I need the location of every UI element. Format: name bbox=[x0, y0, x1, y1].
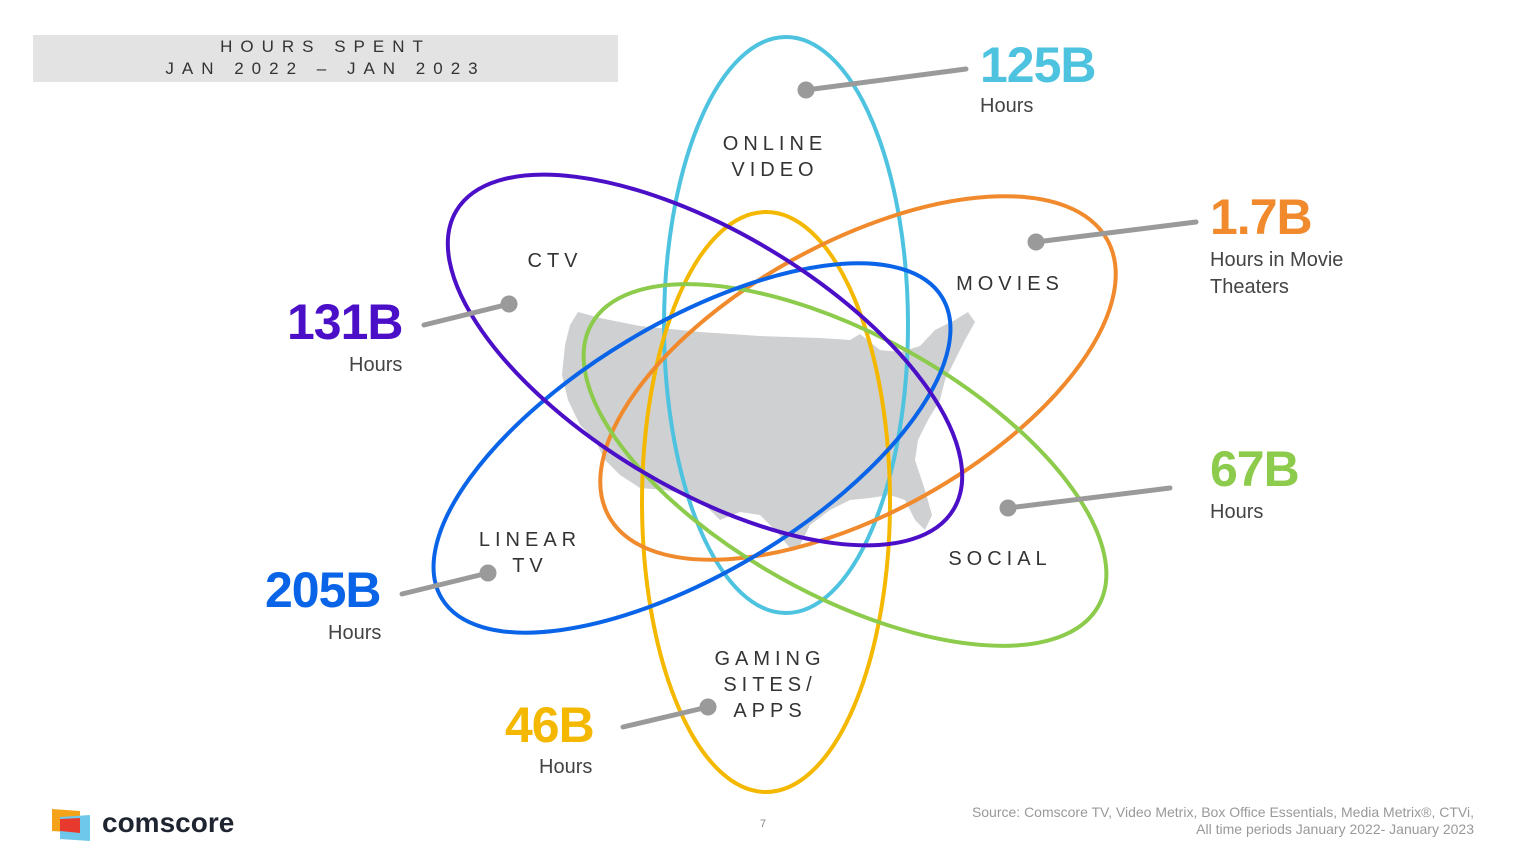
unit-movies-line1: Hours in Movie bbox=[1210, 249, 1344, 271]
leader-dot-ctv bbox=[500, 295, 518, 313]
title-line-1: HOURS SPENT bbox=[220, 37, 431, 56]
label-linear-tv: LINEAR TV bbox=[465, 527, 595, 579]
label-line: VIDEO bbox=[731, 159, 819, 181]
linear-tv-ellipse bbox=[431, 261, 953, 635]
label-line: SITES/ bbox=[723, 674, 817, 696]
label-line: LINEAR bbox=[478, 529, 582, 551]
source-line-1: Source: Comscore TV, Video Metrix, Box O… bbox=[971, 804, 1474, 820]
unit-movies-line2: Theaters bbox=[1210, 276, 1289, 298]
unit-gaming: Hours bbox=[539, 756, 593, 778]
ctv-ellipse bbox=[445, 172, 965, 548]
leader-dot-online-video bbox=[797, 81, 815, 99]
leader-dot-social bbox=[999, 499, 1017, 517]
us-map-icon bbox=[562, 312, 975, 548]
source-line-2: All time periods January 2022- January 2… bbox=[1196, 821, 1474, 837]
value-social: 67B bbox=[1210, 441, 1300, 497]
source-note: Source: Comscore TV, Video Metrix, Box O… bbox=[972, 804, 1474, 838]
value-linear-tv: 205B bbox=[265, 562, 382, 618]
unit-ctv: Hours bbox=[349, 354, 403, 376]
label-line: CTV bbox=[527, 250, 583, 272]
unit-social: Hours bbox=[1210, 501, 1264, 523]
page-number: 7 bbox=[760, 818, 767, 830]
social-ellipse bbox=[581, 282, 1109, 648]
unit-linear-tv: Hours bbox=[328, 622, 382, 644]
label-social: SOCIAL bbox=[935, 546, 1065, 572]
label-line: SOCIAL bbox=[948, 548, 1052, 570]
value-online-video: 125B bbox=[980, 37, 1097, 93]
label-line: APPS bbox=[733, 700, 807, 722]
movies-ellipse bbox=[598, 194, 1118, 562]
value-gaming: 46B bbox=[505, 697, 595, 753]
unit-online-video: Hours bbox=[980, 95, 1034, 117]
leader-dot-movies bbox=[1027, 233, 1045, 251]
label-movies: MOVIES bbox=[945, 271, 1075, 297]
comscore-logo: comscore bbox=[50, 805, 250, 845]
comscore-logo-icon bbox=[52, 809, 90, 841]
leader-dot-gaming bbox=[699, 698, 717, 716]
online-video-ellipse bbox=[662, 35, 910, 615]
value-movies: 1.7B bbox=[1210, 189, 1313, 245]
gaming-ellipse bbox=[640, 210, 892, 794]
value-ctv: 131B bbox=[287, 294, 404, 350]
label-line: TV bbox=[512, 555, 548, 577]
title-banner: HOURS SPENT JAN 2022 – JAN 2023 bbox=[33, 35, 618, 82]
label-gaming: GAMING SITES/ APPS bbox=[700, 646, 840, 724]
brand-name: comscore bbox=[102, 807, 235, 838]
title-line-2: JAN 2022 – JAN 2023 bbox=[165, 59, 486, 78]
label-online-video: ONLINE VIDEO bbox=[705, 131, 845, 183]
label-line: ONLINE bbox=[722, 133, 828, 155]
label-line: GAMING bbox=[714, 648, 826, 670]
label-line: MOVIES bbox=[956, 273, 1064, 295]
label-ctv: CTV bbox=[500, 248, 610, 274]
leader-dot-linear-tv bbox=[479, 564, 497, 582]
leader-lines bbox=[399, 66, 1199, 730]
